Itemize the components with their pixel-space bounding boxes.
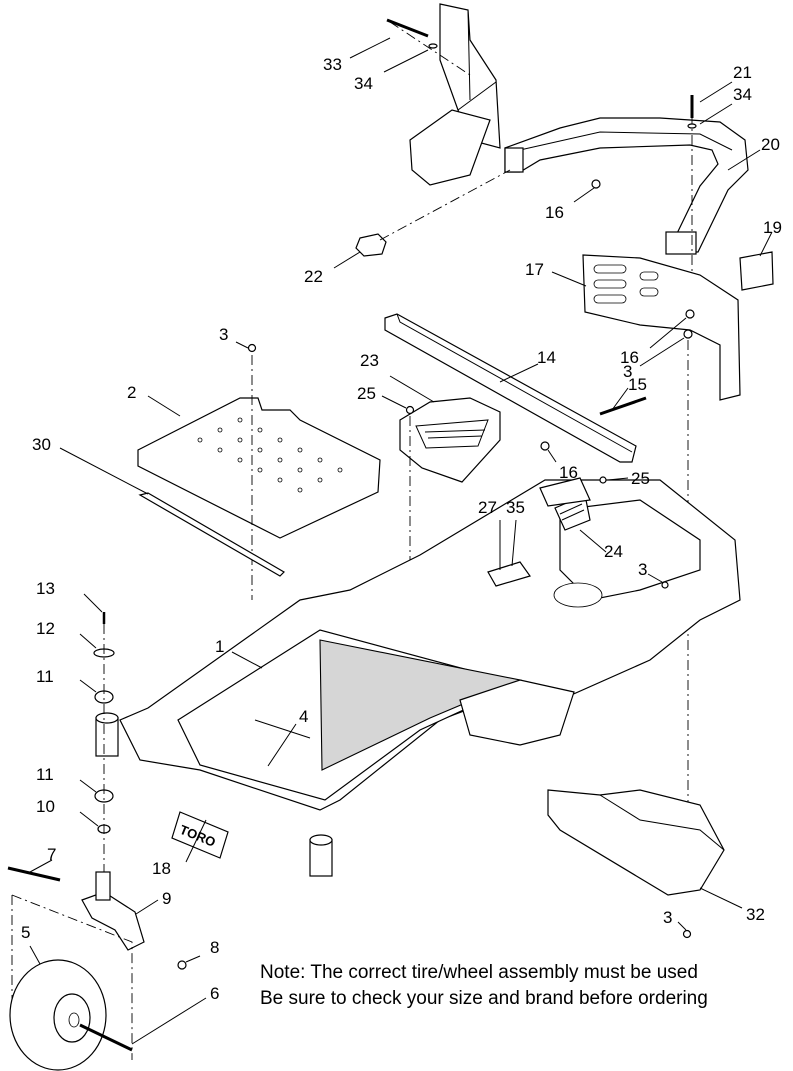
wheel-5 <box>9 959 107 1071</box>
ordering-note: Note: The correct tire/wheel assembly mu… <box>260 960 790 1012</box>
guard-23 <box>399 397 501 483</box>
washer-34a <box>428 43 438 49</box>
caster-mount-post <box>95 712 119 757</box>
callout-3: 3 <box>219 325 228 344</box>
callout-34: 34 <box>354 74 373 93</box>
handle-bar <box>504 117 749 255</box>
wheel-frame-outline <box>11 894 133 1060</box>
washer-34b <box>687 123 697 129</box>
callout-32: 32 <box>746 905 765 924</box>
screw-3a <box>247 343 257 353</box>
bolt-7 <box>7 866 61 882</box>
bolt-33 <box>386 18 429 38</box>
callout-7: 7 <box>47 845 56 864</box>
heat-shield-17 <box>582 254 741 401</box>
callout-24: 24 <box>604 542 623 561</box>
callout-labels: 33 34 21 34 20 16 19 22 17 3 16 3 14 23 … <box>21 55 782 1003</box>
screw-25b <box>599 476 607 484</box>
axle-6 <box>79 1023 133 1052</box>
callout-35: 35 <box>506 498 525 517</box>
screw-25a <box>405 405 415 415</box>
callout-23: 23 <box>360 351 379 370</box>
callout-16: 16 <box>545 203 564 222</box>
callout-22: 22 <box>304 267 323 286</box>
callout-3: 3 <box>623 362 632 381</box>
handle-bracket <box>409 3 501 186</box>
callout-27: 27 <box>478 498 497 517</box>
centerline-22 <box>379 169 511 241</box>
bracket-top-right <box>539 477 591 507</box>
callout-14: 14 <box>537 348 556 367</box>
screw-3c <box>661 581 669 589</box>
leader-lines <box>29 37 773 1045</box>
callout-3: 3 <box>638 560 647 579</box>
callout-17: 17 <box>525 260 544 279</box>
floor-plate-2 <box>137 397 381 539</box>
callout-33: 33 <box>323 55 342 74</box>
callout-3: 3 <box>663 908 672 927</box>
callout-19: 19 <box>763 218 782 237</box>
note-line-1: Note: The correct tire/wheel assembly mu… <box>260 962 698 983</box>
callout-30: 30 <box>32 435 51 454</box>
strip-30 <box>138 492 285 577</box>
callout-9: 9 <box>162 889 171 908</box>
callout-10: 10 <box>36 797 55 816</box>
nut-16a <box>591 179 601 189</box>
note-line-2: Be sure to check your size and brand bef… <box>260 988 708 1009</box>
callout-4: 4 <box>299 707 308 726</box>
callout-2: 2 <box>127 383 136 402</box>
bracket-27-35 <box>487 561 531 587</box>
panel-4 <box>254 719 311 739</box>
callout-6: 6 <box>210 984 219 1003</box>
callout-16: 16 <box>559 463 578 482</box>
nut-16b <box>685 309 695 319</box>
nut-16c <box>540 441 550 451</box>
rear-tube <box>309 834 333 877</box>
screw-3b <box>683 329 693 339</box>
callout-25: 25 <box>357 384 376 403</box>
fork-9 <box>81 871 145 951</box>
decal-19 <box>739 251 774 291</box>
callout-11: 11 <box>36 765 54 784</box>
callout-25: 25 <box>631 469 650 488</box>
callout-18: 18 <box>152 859 171 878</box>
callout-1: 1 <box>215 637 224 656</box>
callout-15: 15 <box>628 375 647 394</box>
main-frame-1 <box>119 479 741 811</box>
callout-20: 20 <box>761 135 780 154</box>
decal-18: TORO <box>171 811 229 859</box>
cap-22 <box>355 233 387 257</box>
nut-8 <box>177 960 187 970</box>
screw-3d <box>682 929 692 939</box>
callout-16: 16 <box>620 348 639 367</box>
bolt-15 <box>599 396 647 416</box>
centerline-33 <box>389 21 471 76</box>
mounting-bar-14 <box>384 313 637 463</box>
callout-13: 13 <box>36 579 55 598</box>
callout-34: 34 <box>733 85 752 104</box>
callout-12: 12 <box>36 619 55 638</box>
callout-5: 5 <box>21 923 30 942</box>
callout-11: 11 <box>36 667 54 686</box>
shield-32 <box>547 789 725 896</box>
callout-8: 8 <box>210 938 219 957</box>
callout-21: 21 <box>733 63 752 82</box>
